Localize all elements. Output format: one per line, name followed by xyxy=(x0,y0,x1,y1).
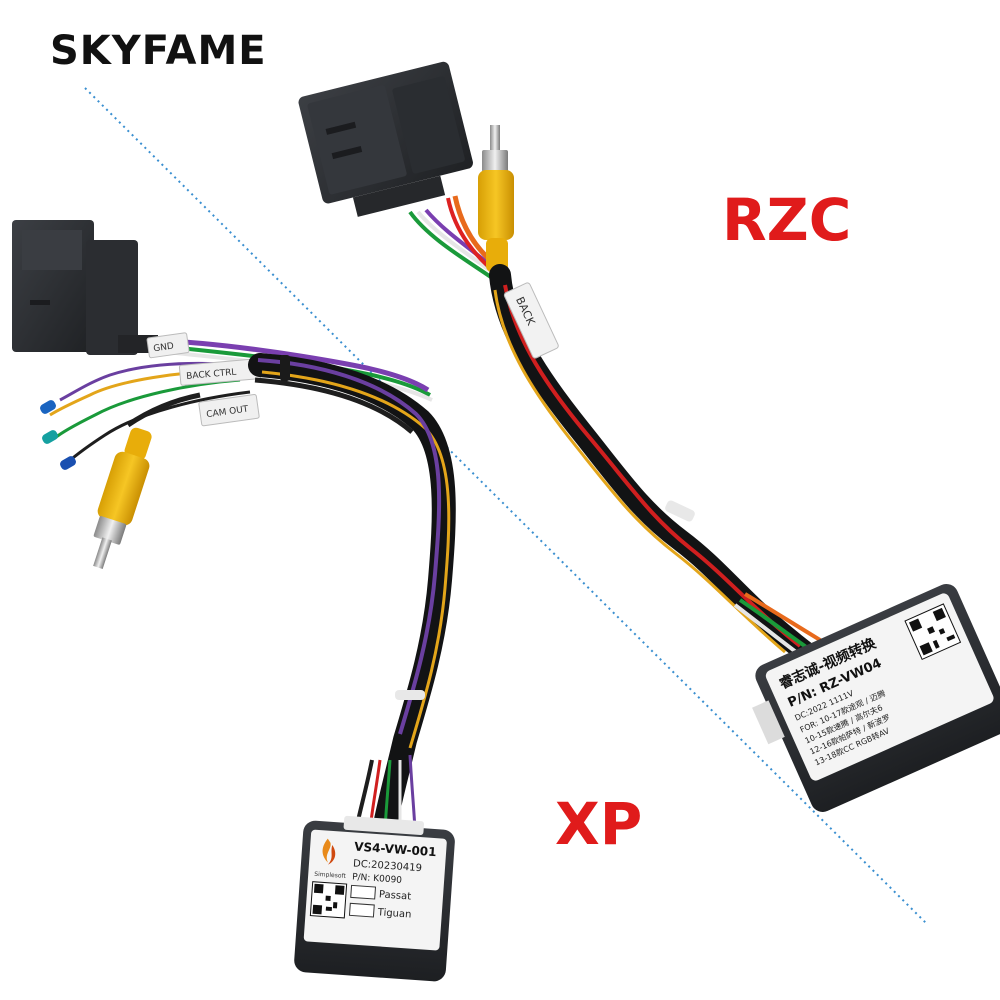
rzc-cable-tag: BACK xyxy=(503,282,559,359)
xp-tag-cam: CAM OUT xyxy=(198,393,260,427)
rzc-connector xyxy=(298,61,473,217)
xp-connector xyxy=(12,220,158,355)
xp-tag-back-text: BACK CTRL xyxy=(186,368,237,382)
xp-harness: GND BACK CTRL CAM OUT xyxy=(12,220,456,982)
rzc-module: 睿志诚-视频转换 P/N: RZ-VW04 DC:2022 1111V FOR:… xyxy=(752,583,1000,812)
xp-module-brand: Simplesoft xyxy=(314,871,347,880)
qr-code-icon xyxy=(309,881,348,919)
xp-module-part: P/N: K0090 xyxy=(352,872,403,885)
xp-tag-gnd: GND xyxy=(146,332,190,359)
xp-module-option1: Passat xyxy=(379,889,412,902)
rzc-harness: BACK 睿志诚-视频转换 P/N: RZ-VW04 DC:2022 1111V… xyxy=(298,61,1000,812)
xp-module-option2: Tiguan xyxy=(376,907,411,920)
xp-module: Simplesoft VS4-VW-001 DC:20230419 P/N: K… xyxy=(294,815,455,982)
rzc-rca-plug xyxy=(478,125,514,272)
xp-tag-gnd-text: GND xyxy=(153,342,175,355)
variant-label-xp: XP xyxy=(555,790,643,858)
xp-tag-back: BACK CTRL xyxy=(178,358,262,386)
xp-rca-plug xyxy=(93,427,152,569)
flame-logo-icon xyxy=(322,838,336,865)
xp-module-model: VS4-VW-001 xyxy=(354,839,437,859)
variant-label-rzc: RZC xyxy=(722,186,852,254)
brand-logo: SKYFAME xyxy=(50,28,267,74)
qr-code-icon xyxy=(904,603,962,661)
xp-module-date: DC:20230419 xyxy=(353,858,423,874)
